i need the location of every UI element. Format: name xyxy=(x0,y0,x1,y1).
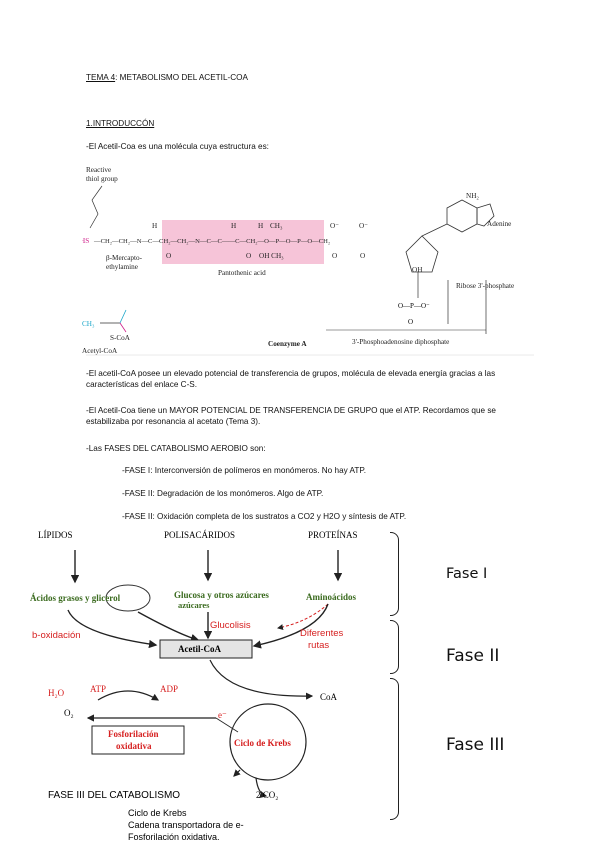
fosfo-label-2: oxidativa xyxy=(116,741,152,751)
o-4: O xyxy=(360,252,365,260)
pantothenic-label: Pantothenic acid xyxy=(218,269,266,277)
glucolisis-label: Glucolisis xyxy=(210,620,251,631)
h-1: H xyxy=(152,222,157,230)
paragraph-3: -Las FASES DEL CATABOLISMO AEROBIO son: xyxy=(86,444,266,453)
pantothenic-highlight xyxy=(162,220,324,264)
coenzyme-a-structure: Reactive thiol group HS —CH₂—CH₂—N—C—CH₂… xyxy=(82,166,534,356)
o-3: O xyxy=(332,252,337,260)
list-item-3: Fosforilación oxidativa. xyxy=(128,832,220,842)
oh-ch3: OH CH₃ xyxy=(259,252,284,260)
coenzyme-label: Coenzyme A xyxy=(268,340,307,348)
ribose-ring xyxy=(405,235,439,273)
h2o-label: H₂O xyxy=(48,688,65,698)
atp-label: ATP xyxy=(90,684,106,694)
ch3-top: CH₃ xyxy=(270,222,283,230)
reactive-label-2: thiol group xyxy=(86,175,118,183)
brace-fase-3 xyxy=(390,678,399,820)
source-polisacaridos: POLISACÁRIDOS xyxy=(164,530,235,540)
diferentes-label-1: Diferentes xyxy=(300,628,344,639)
section-title: 1.INTRODUCCÓN xyxy=(86,119,155,128)
fosfo-label-1: Fosforilación xyxy=(108,729,159,739)
scoa-label: S-CoA xyxy=(110,334,131,342)
monomer-acidos: Ácidos grasos y glicerol xyxy=(30,593,121,603)
paragraph-1: -El acetil-CoA posee un elevado potencia… xyxy=(86,369,496,389)
o-2: O xyxy=(246,252,251,260)
beta-oxidacion-label: b-oxidación xyxy=(32,630,81,641)
svg-text:O: O xyxy=(408,318,413,326)
brace-fase-1 xyxy=(390,532,399,616)
acetyl-coa-label: Acetyl-CoA xyxy=(82,347,118,355)
fase-1-label: Fase I xyxy=(446,566,488,582)
o-1: O xyxy=(166,252,171,260)
acetil-coa-box: Acetil-CoA xyxy=(178,644,221,654)
adenine-ring xyxy=(446,199,478,233)
monomer-glucosa: Glucosa y otros azúcares xyxy=(174,590,269,600)
phase-3-text: -FASE II: Oxidación completa de los sust… xyxy=(122,512,407,521)
krebs-label: Ciclo de Krebs xyxy=(234,738,291,748)
main-chain: —CH₂—CH₂—N—C—CH₂—CH₂—N—C—C——C—CH₂—O—P—O—… xyxy=(93,238,330,245)
coa-label: CoA xyxy=(320,692,338,702)
mercapto-1: β-Mercapto- xyxy=(106,254,143,262)
source-proteinas: PROTEÍNAS xyxy=(308,530,358,540)
list-item-1: Ciclo de Krebs xyxy=(128,808,187,818)
fase-2-label: Fase II xyxy=(446,646,500,666)
electron-label: e⁻ xyxy=(218,710,227,720)
diphosphate-label: 3'-Phosphoadenosine diphosphate xyxy=(352,338,449,346)
heading-prefix: TEMA 4 xyxy=(86,73,116,82)
phase-2-text: -FASE II: Degradación de los monómeros. … xyxy=(122,489,324,498)
page-heading: TEMA 4: METABOLISMO DEL ACETIL-COA xyxy=(86,72,248,83)
brace-fase-2 xyxy=(390,620,399,674)
o-minus-2: O⁻ xyxy=(359,222,368,230)
adenine-label: Adenine xyxy=(487,220,511,228)
h-2: H xyxy=(258,222,263,230)
ch3-label: CH₃ xyxy=(82,320,95,328)
o-minus-1: O⁻ xyxy=(330,222,339,230)
fase-3-label: Fase III xyxy=(446,735,505,755)
nh2-label: NH₂ xyxy=(466,192,479,200)
intro-text: -El Acetil-Coa es una molécula cuya estr… xyxy=(86,142,269,151)
list-item-2: Cadena transportadora de e- xyxy=(128,820,244,830)
svg-text:O—P—O⁻: O—P—O⁻ xyxy=(398,302,430,310)
azucares-label: azúcares xyxy=(178,600,210,610)
paragraph-2: -El Acetil-Coa tiene un MAYOR POTENCIAL … xyxy=(86,406,496,426)
phase-1-text: -FASE I: Interconversión de polímeros en… xyxy=(122,466,367,475)
oh-label: OH xyxy=(412,266,422,274)
caption-label: FASE III DEL CATABOLISMO xyxy=(48,790,180,801)
monomer-aminoacidos: Aminoácidos xyxy=(306,592,357,602)
source-lipidos: LÍPIDOS xyxy=(38,530,73,540)
catabolism-diagram: LÍPIDOS POLISACÁRIDOS PROTEÍNAS Ácidos g… xyxy=(30,530,358,842)
ribose-label: Ribose 3'-phosphate xyxy=(456,282,514,290)
o2-label: O₂ xyxy=(64,708,74,718)
reactive-label-1: Reactive xyxy=(86,166,111,174)
sh-group: HS xyxy=(82,237,89,245)
adp-label: ADP xyxy=(160,684,178,694)
mercapto-2: ethylamine xyxy=(106,263,138,271)
diferentes-label-2: rutas xyxy=(308,640,329,651)
co2-label: 2 CO₂ xyxy=(256,790,278,800)
h-3: H xyxy=(231,222,236,230)
heading-suffix: : METABOLISMO DEL ACETIL-COA xyxy=(115,73,248,82)
